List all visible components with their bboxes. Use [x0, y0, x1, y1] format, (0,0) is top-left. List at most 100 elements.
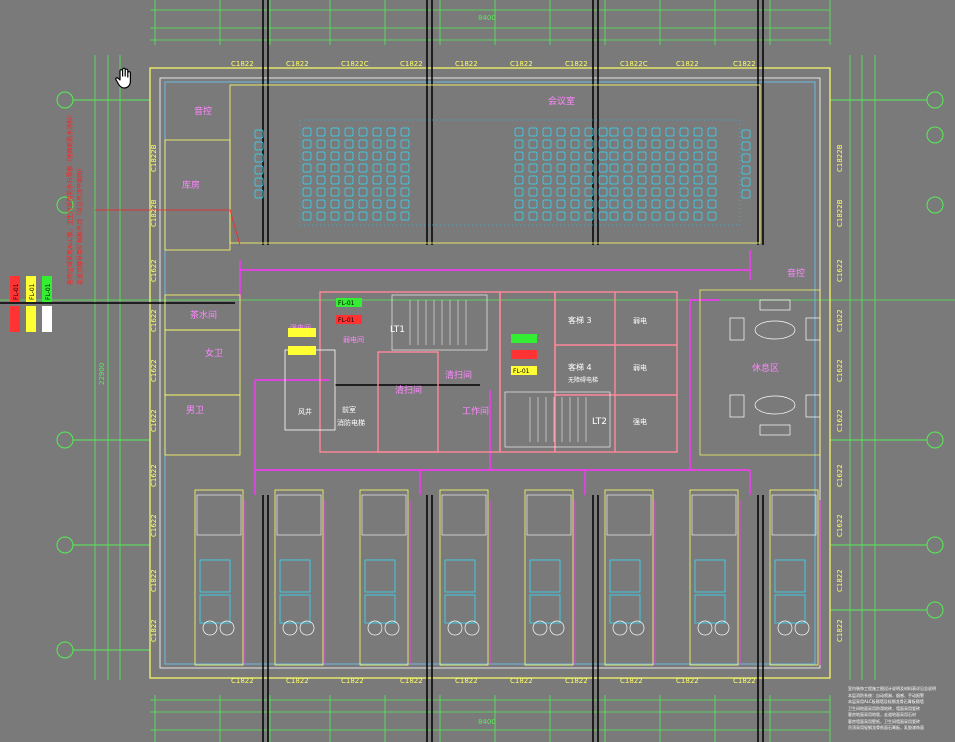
chair	[570, 187, 580, 197]
window-label-top: C1822C	[620, 60, 648, 68]
chair	[598, 139, 608, 149]
chair	[584, 163, 594, 173]
chair	[400, 187, 410, 197]
lounge-area	[699, 289, 821, 456]
chair	[570, 199, 580, 209]
window-label-top: C1822C	[341, 60, 369, 68]
chair	[372, 139, 382, 149]
chair	[316, 151, 326, 161]
chair	[372, 175, 382, 185]
armchair	[714, 620, 730, 636]
window-label-left: C1622	[150, 464, 158, 487]
chair	[693, 127, 703, 137]
chair	[386, 187, 396, 197]
chair	[623, 211, 633, 221]
window-label-top: C1822	[733, 60, 756, 68]
chair	[693, 151, 703, 161]
room-label-cleaning: 清扫间	[445, 369, 472, 381]
chair	[514, 127, 524, 137]
chair	[386, 151, 396, 161]
chair	[542, 163, 552, 173]
window-label-right: C1822B	[836, 144, 844, 172]
meeting-chairs	[254, 127, 751, 221]
chair	[330, 199, 340, 209]
bathroom	[276, 494, 322, 536]
chair	[372, 163, 382, 173]
chair	[679, 139, 689, 149]
guest-room-outline	[524, 489, 574, 666]
chair	[584, 211, 594, 221]
chair	[679, 151, 689, 161]
chair	[693, 211, 703, 221]
chair	[707, 151, 717, 161]
chair	[514, 199, 524, 209]
chair	[556, 211, 566, 221]
chair	[514, 139, 524, 149]
chair	[344, 187, 354, 197]
bed	[444, 559, 476, 593]
bathroom	[441, 494, 487, 536]
grid-axis-bubbles	[56, 91, 944, 659]
chair	[693, 187, 703, 197]
note-line: 本层消防系统：自动喷淋、烟感、手动报警	[848, 692, 924, 698]
chair	[316, 211, 326, 221]
guest-room-outline	[359, 489, 409, 666]
chair	[707, 175, 717, 185]
chair	[679, 127, 689, 137]
chair	[741, 141, 751, 151]
chair	[741, 153, 751, 163]
chair	[693, 163, 703, 173]
room-label-male-wc: 男卫	[186, 405, 204, 416]
chair	[584, 151, 594, 161]
chair	[651, 211, 661, 221]
chair	[528, 211, 538, 221]
structural-lines	[0, 0, 764, 742]
room-label-elevator4: 客梯 4	[568, 362, 592, 372]
chair	[386, 175, 396, 185]
chair	[556, 187, 566, 197]
room-label-work: 工作间	[462, 405, 489, 417]
bed	[279, 559, 311, 593]
armchair	[532, 620, 548, 636]
chair	[302, 151, 312, 161]
window-label-right: C1622	[836, 409, 844, 432]
chair	[679, 199, 689, 209]
chair	[330, 139, 340, 149]
chair	[556, 163, 566, 173]
chair	[637, 175, 647, 185]
chair	[584, 187, 594, 197]
armchair	[282, 620, 298, 636]
window-label-bottom: C1822	[286, 677, 309, 685]
chair	[651, 175, 661, 185]
tag-text-3: FL-01	[513, 368, 530, 375]
chair	[344, 199, 354, 209]
armchair	[384, 620, 400, 636]
chair	[254, 189, 264, 199]
chair	[330, 211, 340, 221]
chair	[609, 199, 619, 209]
chair	[358, 163, 368, 173]
guest-rooms	[194, 489, 821, 666]
bathroom	[771, 494, 817, 536]
room-label-fire-lift-sub: 消防电梯	[337, 418, 365, 427]
chair	[741, 165, 751, 175]
chair	[556, 151, 566, 161]
chair	[400, 127, 410, 137]
chair	[623, 151, 633, 161]
chair	[623, 163, 633, 173]
chair	[707, 199, 717, 209]
armchair	[777, 620, 793, 636]
chair	[330, 175, 340, 185]
chair	[542, 151, 552, 161]
window-label-bottom: C1822	[400, 677, 423, 685]
chair	[665, 127, 675, 137]
hand-pan-cursor-icon	[115, 67, 131, 89]
window-label-top: C1822	[400, 60, 423, 68]
chair	[386, 211, 396, 221]
chair	[514, 211, 524, 221]
chair	[707, 211, 717, 221]
chair	[609, 211, 619, 221]
bathroom	[691, 494, 737, 536]
